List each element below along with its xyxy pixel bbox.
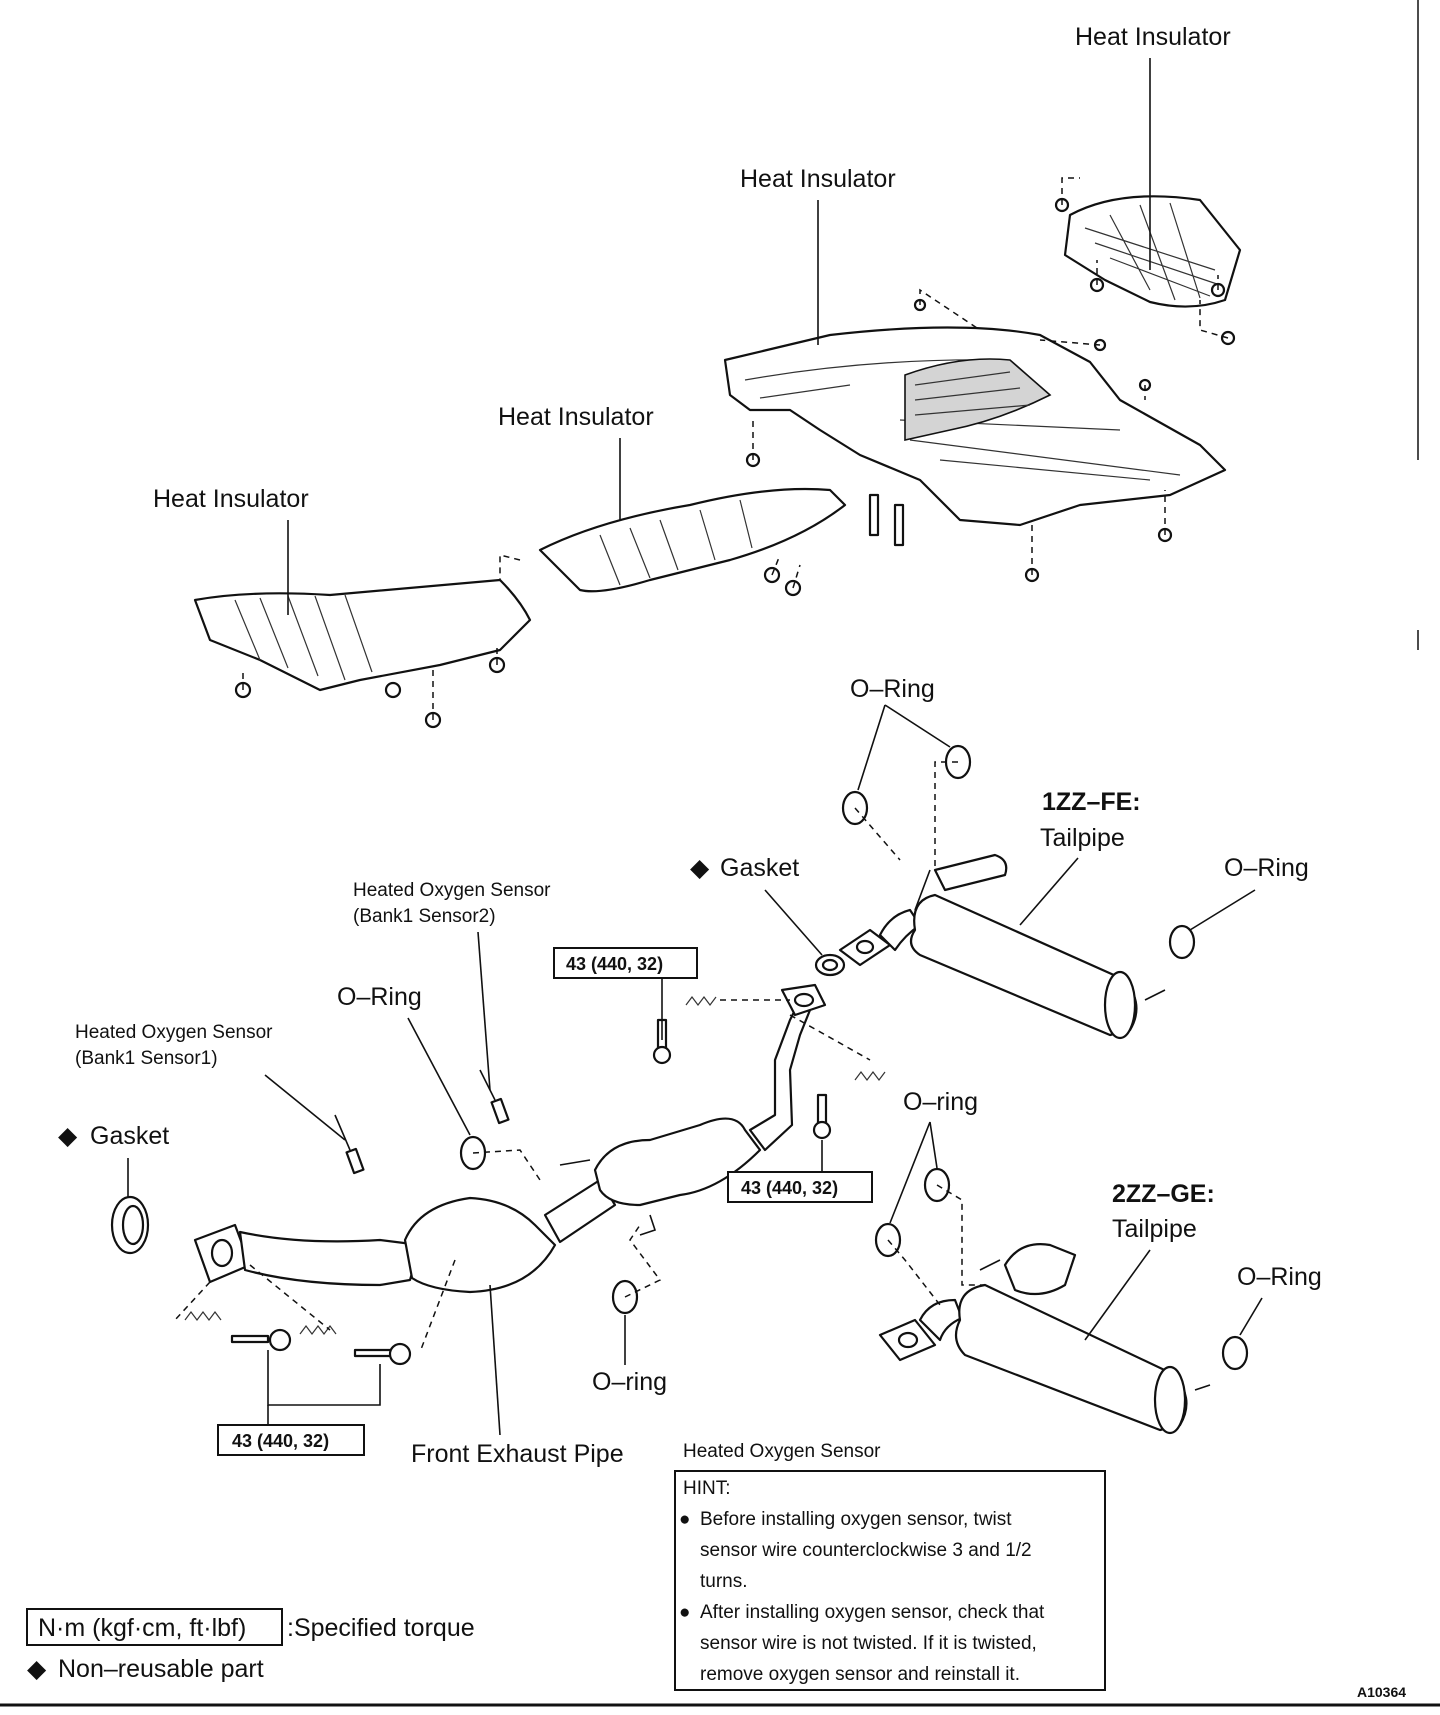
heat-insulator-rear — [1054, 177, 1242, 346]
torque-center-bottom: 43 (440, 32) — [741, 1178, 838, 1198]
label-gasket-center: Gasket — [720, 854, 799, 882]
label-o-ring-bottom: O–ring — [592, 1368, 667, 1396]
label-ho2s-2-bank: (Bank1 Sensor2) — [353, 906, 496, 927]
label-engine-2zz: 2ZZ–GE: — [1112, 1180, 1215, 1208]
torque-box-center-top — [553, 947, 698, 979]
hint-item2-line1: After installing oxygen sensor, check th… — [700, 1602, 1045, 1623]
legend-torque-desc: :Specified torque — [287, 1614, 475, 1642]
legend-non-reusable-mark: ◆ — [27, 1655, 47, 1683]
label-tailpipe-2zz: Tailpipe — [1112, 1215, 1197, 1243]
label-o-ring-mid-left: O–Ring — [337, 983, 422, 1011]
figure-code: A10364 — [1357, 1684, 1406, 1700]
label-front-exhaust-pipe: Front Exhaust Pipe — [411, 1440, 624, 1468]
label-heat-insulator-front: Heat Insulator — [153, 485, 309, 513]
label-tailpipe-1zz: Tailpipe — [1040, 824, 1125, 852]
hint-item1-line2: sensor wire counterclockwise 3 and 1/2 — [700, 1540, 1032, 1561]
tailpipe-2zz — [878, 1243, 1211, 1435]
heat-insulator-front — [193, 578, 532, 729]
hint-item2-line2: sensor wire is not twisted. If it is twi… — [700, 1633, 1037, 1654]
label-gasket-front: Gasket — [90, 1122, 169, 1150]
label-heat-insulator-rear: Heat Insulator — [1075, 23, 1231, 51]
non-reusable-mark-gasket-front: ◆ — [58, 1122, 78, 1150]
label-o-ring-right-mid: O–ring — [903, 1088, 978, 1116]
hint-bullet-1: ● — [679, 1509, 690, 1530]
torque-center-top: 43 (440, 32) — [566, 954, 663, 974]
tailpipe-1zz — [838, 853, 1166, 1040]
label-ho2s-1-bank: (Bank1 Sensor1) — [75, 1048, 218, 1069]
legend-non-reusable: Non–reusable part — [58, 1655, 264, 1683]
label-o-ring-right-top: O–Ring — [1224, 854, 1309, 882]
hint-heading: HINT: — [683, 1478, 731, 1499]
hint-title: Heated Oxygen Sensor — [683, 1441, 881, 1462]
gasket-front — [110, 1195, 150, 1255]
non-reusable-mark-gasket-center: ◆ — [690, 854, 710, 882]
torque-box-center-bottom — [727, 1171, 873, 1203]
label-ho2s-1: Heated Oxygen Sensor — [75, 1022, 273, 1043]
label-heat-insulator-middle: Heat Insulator — [498, 403, 654, 431]
front-exhaust-pipe — [193, 983, 827, 1294]
torque-box-front — [217, 1424, 365, 1456]
label-o-ring-top: O–Ring — [850, 675, 935, 703]
label-heat-insulator-center-rear: Heat Insulator — [740, 165, 896, 193]
hint-item2-line3: remove oxygen sensor and reinstall it. — [700, 1664, 1020, 1685]
hint-item1-line1: Before installing oxygen sensor, twist — [700, 1509, 1012, 1530]
label-ho2s-2: Heated Oxygen Sensor — [353, 880, 551, 901]
hint-item1-line3: turns. — [700, 1571, 748, 1592]
legend-torque-unit: N·m (kgf·cm, ft·lbf) — [38, 1614, 246, 1642]
label-engine-1zz: 1ZZ–FE: — [1042, 788, 1141, 816]
heat-insulator-center-rear — [723, 288, 1227, 583]
front-bolts — [174, 1259, 456, 1366]
o-rings — [459, 744, 1249, 1371]
label-o-ring-right-bottom: O–Ring — [1237, 1263, 1322, 1291]
torque-front: 43 (440, 32) — [232, 1431, 329, 1451]
hint-bullet-2: ● — [679, 1602, 690, 1623]
center-bolts — [652, 996, 886, 1140]
hint-box — [674, 1470, 1106, 1691]
heat-insulator-middle — [499, 487, 847, 597]
legend-torque-box — [26, 1608, 283, 1646]
gasket-center — [814, 953, 846, 977]
